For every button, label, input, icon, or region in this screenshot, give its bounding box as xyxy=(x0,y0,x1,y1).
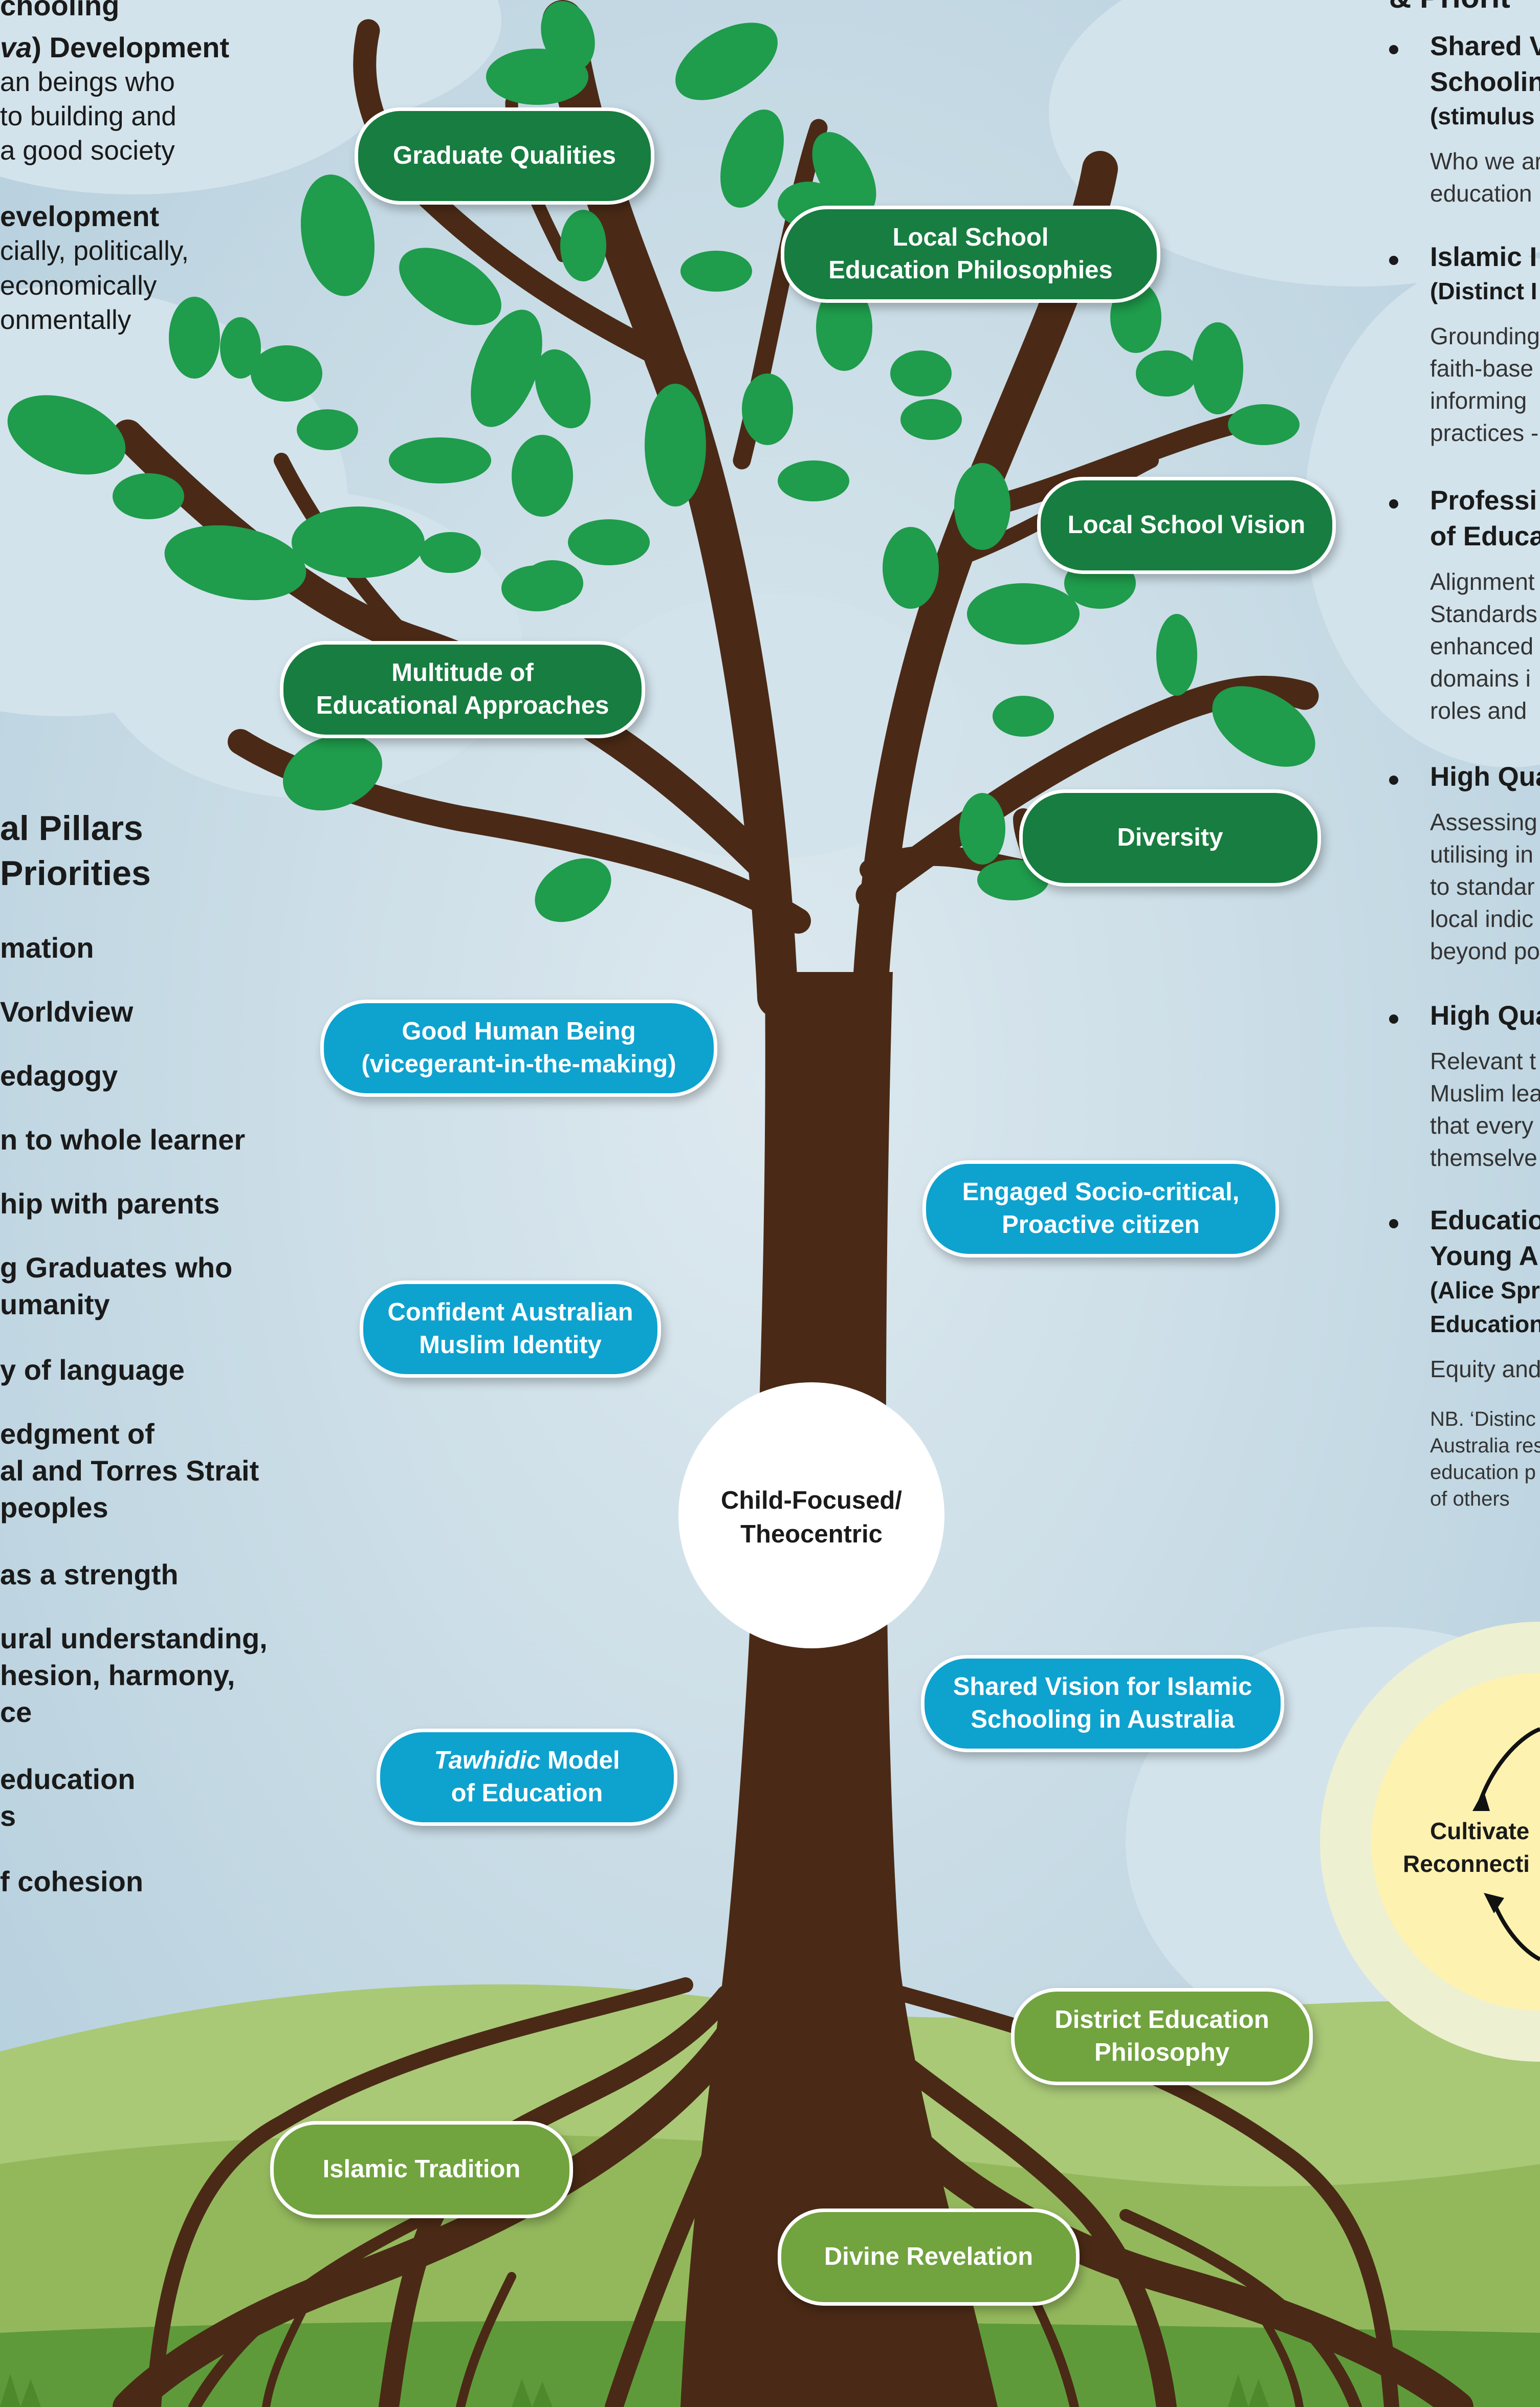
left-text-line: to building and xyxy=(0,101,177,131)
tree-leaves xyxy=(7,1,1315,922)
right-item-title: Shared V xyxy=(1430,31,1540,61)
right-item-title: High Qua xyxy=(1430,762,1540,792)
cycle-label-2: Reconnecti xyxy=(1403,1850,1530,1877)
right-item-text: themselve xyxy=(1430,1144,1537,1171)
note-line: of others xyxy=(1430,1488,1510,1510)
pillar-item: education xyxy=(0,1763,136,1795)
pillar-item: f cohesion xyxy=(0,1865,144,1897)
right-item-title: Educatio xyxy=(1430,1205,1540,1235)
pillar-item: edgment of xyxy=(0,1418,155,1450)
right-item-text: Muslim lea xyxy=(1430,1080,1540,1107)
right-item-text: local indic xyxy=(1430,906,1533,932)
right-item-text: informing xyxy=(1430,387,1527,414)
divine-revelation-label: Divine Revelation xyxy=(778,2209,1080,2306)
left-text-line: a good society xyxy=(0,136,175,166)
sun-cycle xyxy=(1320,1622,1540,2062)
bullet-dot xyxy=(1389,499,1398,509)
pillar-item: ural understanding, xyxy=(0,1622,268,1654)
pillar-item: umanity xyxy=(0,1288,110,1320)
right-item-text: domains i xyxy=(1430,665,1531,692)
left-text-line: an beings who xyxy=(0,67,175,97)
graduate-qualities-label: Graduate Qualities xyxy=(355,107,654,205)
right-item-text: enhanced xyxy=(1430,633,1534,659)
right-item-subtitle: (Distinct I xyxy=(1430,278,1537,304)
bullet-dot xyxy=(1389,256,1398,265)
left-text-line: economically xyxy=(0,271,157,301)
multitude-approaches-label: Multitude of Educational Approaches xyxy=(280,641,645,738)
cycle-label-1: Cultivate xyxy=(1430,1818,1530,1844)
left-text-line: cially, politically, xyxy=(0,236,189,266)
right-item-title: High Qua xyxy=(1430,1001,1540,1031)
right-item-text: roles and xyxy=(1430,697,1527,724)
right-item-text: education xyxy=(1430,180,1532,207)
pillar-item: ce xyxy=(0,1696,32,1728)
pillar-item: Vorldview xyxy=(0,996,134,1028)
development-line: va) Development xyxy=(0,31,230,63)
right-item-text: utilising in xyxy=(1430,841,1533,868)
pillar-item: g Graduates who xyxy=(0,1251,233,1284)
right-item-text: that every xyxy=(1430,1112,1533,1139)
right-item-text: Grounding xyxy=(1430,323,1540,349)
right-item-text: Assessing xyxy=(1430,809,1537,835)
note-line: education p xyxy=(1430,1461,1536,1484)
center-circle xyxy=(678,1382,944,1648)
pillar-item: al and Torres Strait xyxy=(0,1454,259,1487)
pillar-item: peoples xyxy=(0,1491,108,1523)
right-item-text: Who we ar xyxy=(1430,148,1540,174)
tree-roots xyxy=(113,1954,1473,2407)
islamic-tradition-label: Islamic Tradition xyxy=(270,2121,573,2218)
right-item-title: Young Au xyxy=(1430,1241,1540,1271)
right-item-title: Schoolin xyxy=(1430,67,1540,97)
right-heading: & Priorit xyxy=(1389,0,1510,15)
district-philosophy-label: District Education Philosophy xyxy=(1011,1988,1313,2085)
diversity-label: Diversity xyxy=(1019,789,1321,887)
note-line: NB. ‘Distinc xyxy=(1430,1408,1536,1430)
pillar-item: as a strength xyxy=(0,1558,179,1591)
right-item-subtitle: (stimulus xyxy=(1430,103,1535,129)
pillars-heading: Priorities xyxy=(0,854,151,893)
pillar-item: mation xyxy=(0,932,94,964)
left-text-line: onmentally xyxy=(0,305,131,335)
right-item-title: Islamic I xyxy=(1430,242,1537,272)
right-item-text: Relevant t xyxy=(1430,1048,1536,1074)
right-item-text: beyond po xyxy=(1430,938,1540,964)
tree-trunk xyxy=(680,972,998,2407)
pillar-item: edagogy xyxy=(0,1059,118,1092)
right-item-subtitle: (Alice Spr xyxy=(1430,1277,1540,1304)
right-item-text: faith-base xyxy=(1430,355,1534,382)
bullet-dot xyxy=(1389,1014,1398,1024)
engaged-citizen-label: Engaged Socio-critical, Proactive citize… xyxy=(922,1160,1279,1257)
pillar-item: n to whole learner xyxy=(0,1123,246,1156)
note-line: Australia res xyxy=(1430,1434,1540,1457)
development-heading: evelopment xyxy=(0,200,160,232)
bullet-dot xyxy=(1389,1219,1398,1228)
good-human-being-label: Good Human Being (vicegerant-in-the-maki… xyxy=(320,1000,717,1097)
right-item-text: Standards xyxy=(1430,601,1537,627)
confident-identity-label: Confident Australian Muslim Identity xyxy=(360,1280,661,1378)
right-item-title: Professi xyxy=(1430,485,1537,516)
pillar-item: hip with parents xyxy=(0,1187,220,1220)
grass-tufts xyxy=(0,2374,1269,2407)
local-school-philosophies-label: Local School Education Philosophies xyxy=(781,206,1160,303)
bullet-dot xyxy=(1389,45,1398,54)
tawhidic-model-label: Tawhidic Model of Education xyxy=(377,1729,677,1826)
bullet-dot xyxy=(1389,776,1398,785)
right-item-text: practices - xyxy=(1430,419,1539,446)
left-heading: chooling xyxy=(0,0,120,21)
pillar-item: s xyxy=(0,1800,16,1832)
center-label: Child-Focused/ Theocentric xyxy=(721,1487,902,1549)
right-item-text: Alignment xyxy=(1430,568,1535,595)
right-item-text: to standar xyxy=(1430,873,1535,900)
pillar-item: y of language xyxy=(0,1354,185,1386)
shared-vision-label: Shared Vision for Islamic Schooling in A… xyxy=(921,1655,1284,1752)
right-item-text: Equity and xyxy=(1430,1356,1540,1382)
local-school-vision-label: Local School Vision xyxy=(1037,477,1336,574)
pillar-item: hesion, harmony, xyxy=(0,1659,235,1691)
right-item-subtitle: Education xyxy=(1430,1311,1540,1337)
pillars-heading: al Pillars xyxy=(0,809,143,848)
right-item-title: of Educa xyxy=(1430,521,1540,551)
